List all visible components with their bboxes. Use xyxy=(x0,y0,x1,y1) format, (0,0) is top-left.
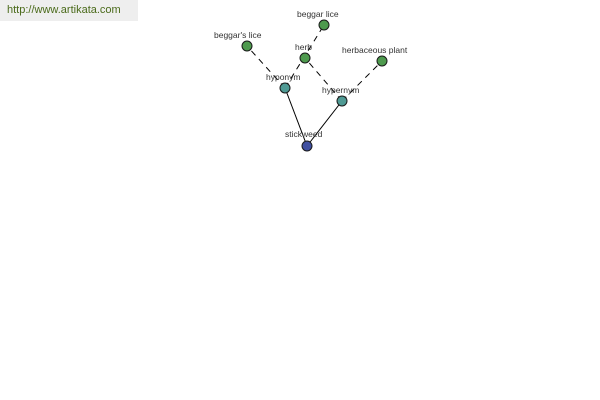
source-url-link[interactable]: http://www.artikata.com xyxy=(7,4,121,16)
node-beggars-lice[interactable] xyxy=(241,40,253,52)
source-banner: http://www.artikata.com xyxy=(0,0,138,21)
node-label-herb: herb xyxy=(295,42,312,52)
edge-hyponym-to-beggars-lice xyxy=(246,45,286,89)
labels-layer: stickweed hyponym hypernym beggar's lice beg… xyxy=(214,9,408,139)
nodes-layer xyxy=(241,19,388,152)
node-beggar-lice[interactable] xyxy=(318,19,330,31)
node-label-stickweed: stickweed xyxy=(285,129,323,139)
node-hypernym[interactable] xyxy=(336,95,348,107)
edges-layer xyxy=(246,24,383,147)
edge-hypernym-to-herb xyxy=(304,57,343,102)
node-label-hypernym: hypernym xyxy=(322,85,359,95)
node-herb[interactable] xyxy=(299,52,311,64)
node-label-beggars-lice: beggar's lice xyxy=(214,30,262,40)
edge-stickweed-to-hyponym xyxy=(284,87,308,147)
node-hyponym[interactable] xyxy=(279,82,291,94)
node-stickweed[interactable] xyxy=(301,140,313,152)
node-herbaceous-plant[interactable] xyxy=(376,55,388,67)
node-label-herbaceous-plant: herbaceous plant xyxy=(342,45,408,55)
node-label-beggar-lice: beggar lice xyxy=(297,9,339,19)
edge-stickweed-to-hypernym xyxy=(306,100,343,147)
node-label-hyponym: hyponym xyxy=(266,72,301,82)
edge-hypernym-to-herbaceous-plant xyxy=(341,60,383,102)
